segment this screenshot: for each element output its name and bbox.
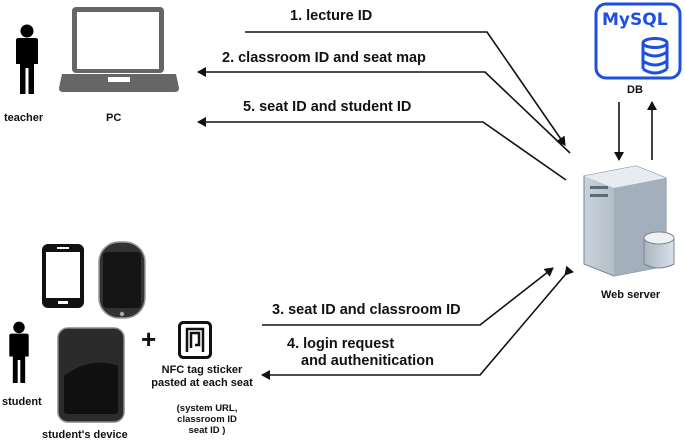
arrow-login-request xyxy=(261,265,574,380)
arrow-lecture-id xyxy=(245,31,566,146)
pc-label: PC xyxy=(106,112,122,124)
message-seat-classroom-id: 3. seat ID and classroom ID xyxy=(272,302,461,318)
student-label: student xyxy=(2,396,42,408)
nfc-caption: NFC tag sticker pasted at each seat xyxy=(148,364,256,390)
nfc-detail-line3: seat ID ) xyxy=(188,425,226,436)
message-lecture-id: 1. lecture ID xyxy=(290,8,373,24)
db-label: DB xyxy=(627,84,643,96)
message-classroom-seat-map: 2. classroom ID and seat map xyxy=(222,50,426,66)
mysql-logo-text: MySQL xyxy=(602,10,668,30)
nfc-tag-icon xyxy=(178,321,212,359)
message-login-request: 4. login request xyxy=(287,336,395,352)
phone-icon xyxy=(42,244,84,308)
student-person-icon xyxy=(9,321,29,383)
nfc-detail-line1: (system URL, xyxy=(176,403,238,414)
nfc-caption-line1: NFC tag sticker xyxy=(161,364,243,376)
plus-sign: + xyxy=(141,324,157,354)
server-icon xyxy=(583,165,675,277)
database-icon xyxy=(594,2,682,80)
message-seat-student-id: 5. seat ID and student ID xyxy=(243,99,412,115)
smartphone-icon xyxy=(98,241,146,319)
arrow-seat-student-id xyxy=(197,117,567,181)
tablet-icon xyxy=(57,327,125,423)
message-authentication: and authenitication xyxy=(301,353,434,369)
student-device-label: student's device xyxy=(42,429,128,441)
teacher-label: teacher xyxy=(4,112,44,124)
nfc-detail-line2: classroom ID xyxy=(177,414,237,425)
person-icon xyxy=(16,24,38,94)
nfc-caption-line2: pasted at each seat xyxy=(151,377,253,389)
nfc-detail: (system URL, classroom ID seat ID ) xyxy=(165,403,249,436)
web-server-label: Web server xyxy=(601,289,661,301)
arrow-classroom-seat-map xyxy=(197,67,571,154)
laptop-icon xyxy=(59,7,179,92)
